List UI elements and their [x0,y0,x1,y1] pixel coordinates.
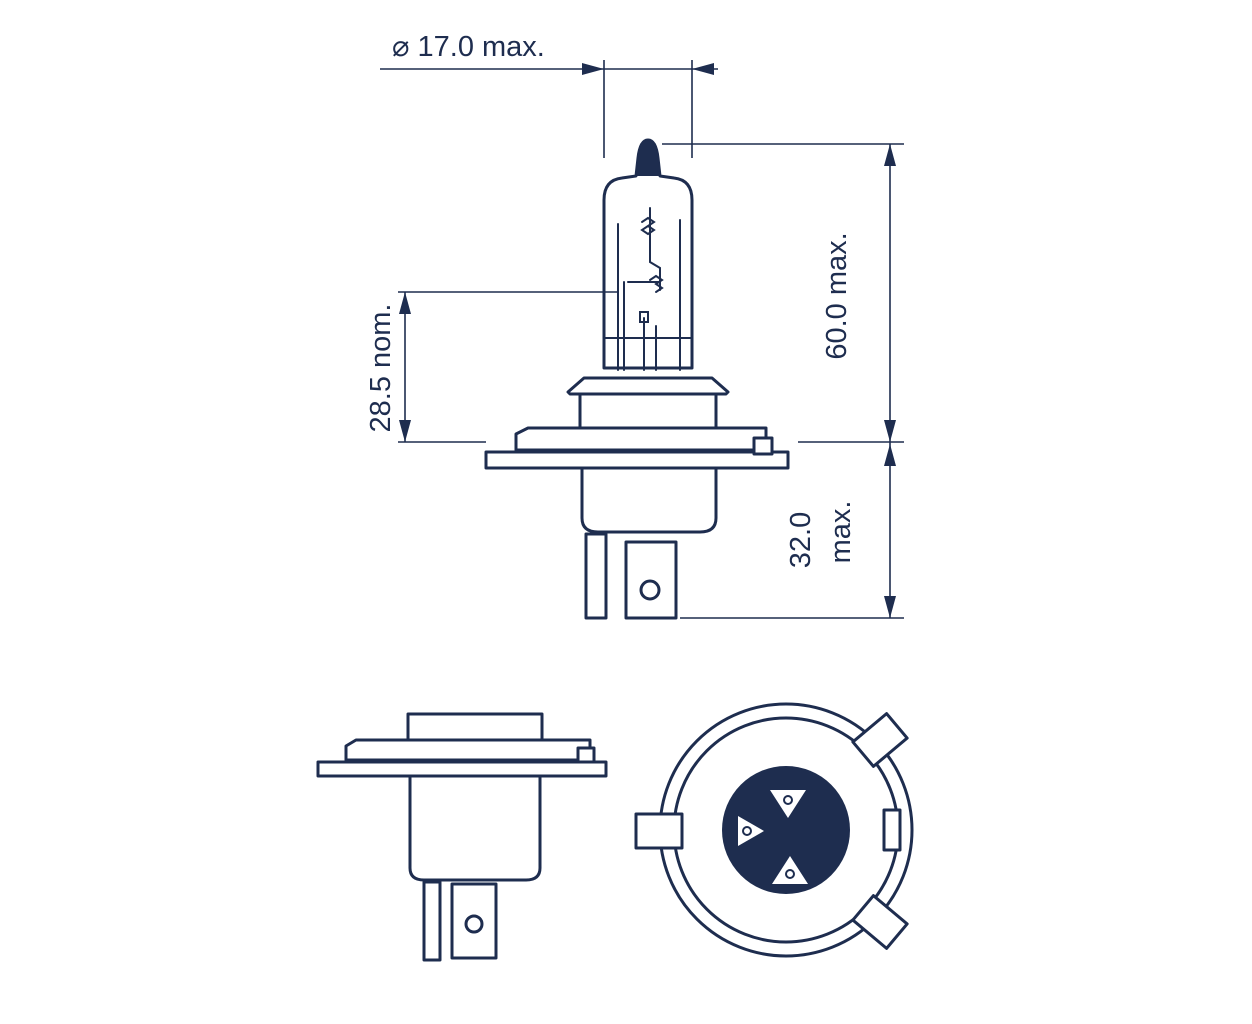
base-height-value: 32.0 [785,512,817,568]
side-terminal-left [422,880,442,962]
side-flange-plate [316,760,608,778]
dimension-overall-height: 60.0 max. [662,143,904,443]
filament-assembly [603,207,693,371]
side-terminal-right [450,882,498,960]
bottom-tab-left [634,812,684,850]
base-height-suffix: max. [825,501,857,564]
bottom-tab-top-right [851,712,909,768]
bulb-collar [566,376,730,396]
contact-top [770,790,806,818]
dimension-diameter: ⌀ 17.0 max. [380,31,718,158]
bulb-neck [578,392,718,430]
mounting-flange [514,426,768,452]
dimension-base-height: 32.0 max. [680,442,904,619]
dimension-light-center: 28.5 nom. [365,291,618,443]
side-flange [344,738,592,762]
side-base [408,774,542,882]
flange-plate [484,450,790,470]
overall-height-label: 60.0 max. [821,232,853,359]
contact-left [738,816,764,846]
bottom-marker [882,808,902,852]
side-flange-tab [576,746,596,764]
bulb-base [580,466,718,534]
contact-plate [722,766,850,894]
side-view [316,712,608,962]
side-neck [406,712,544,744]
side-terminal-hole [464,914,484,934]
bottom-tab-bottom-right [851,894,909,950]
flange-tab-right [752,436,774,456]
contact-bottom [772,856,808,884]
terminal-left [584,532,608,620]
terminal-hole [639,579,661,601]
front-view [484,138,790,620]
diameter-label: ⌀ 17.0 max. [392,31,545,63]
light-center-label: 28.5 nom. [365,304,397,433]
bottom-view [634,702,914,958]
glass-tip-coating [636,140,660,176]
